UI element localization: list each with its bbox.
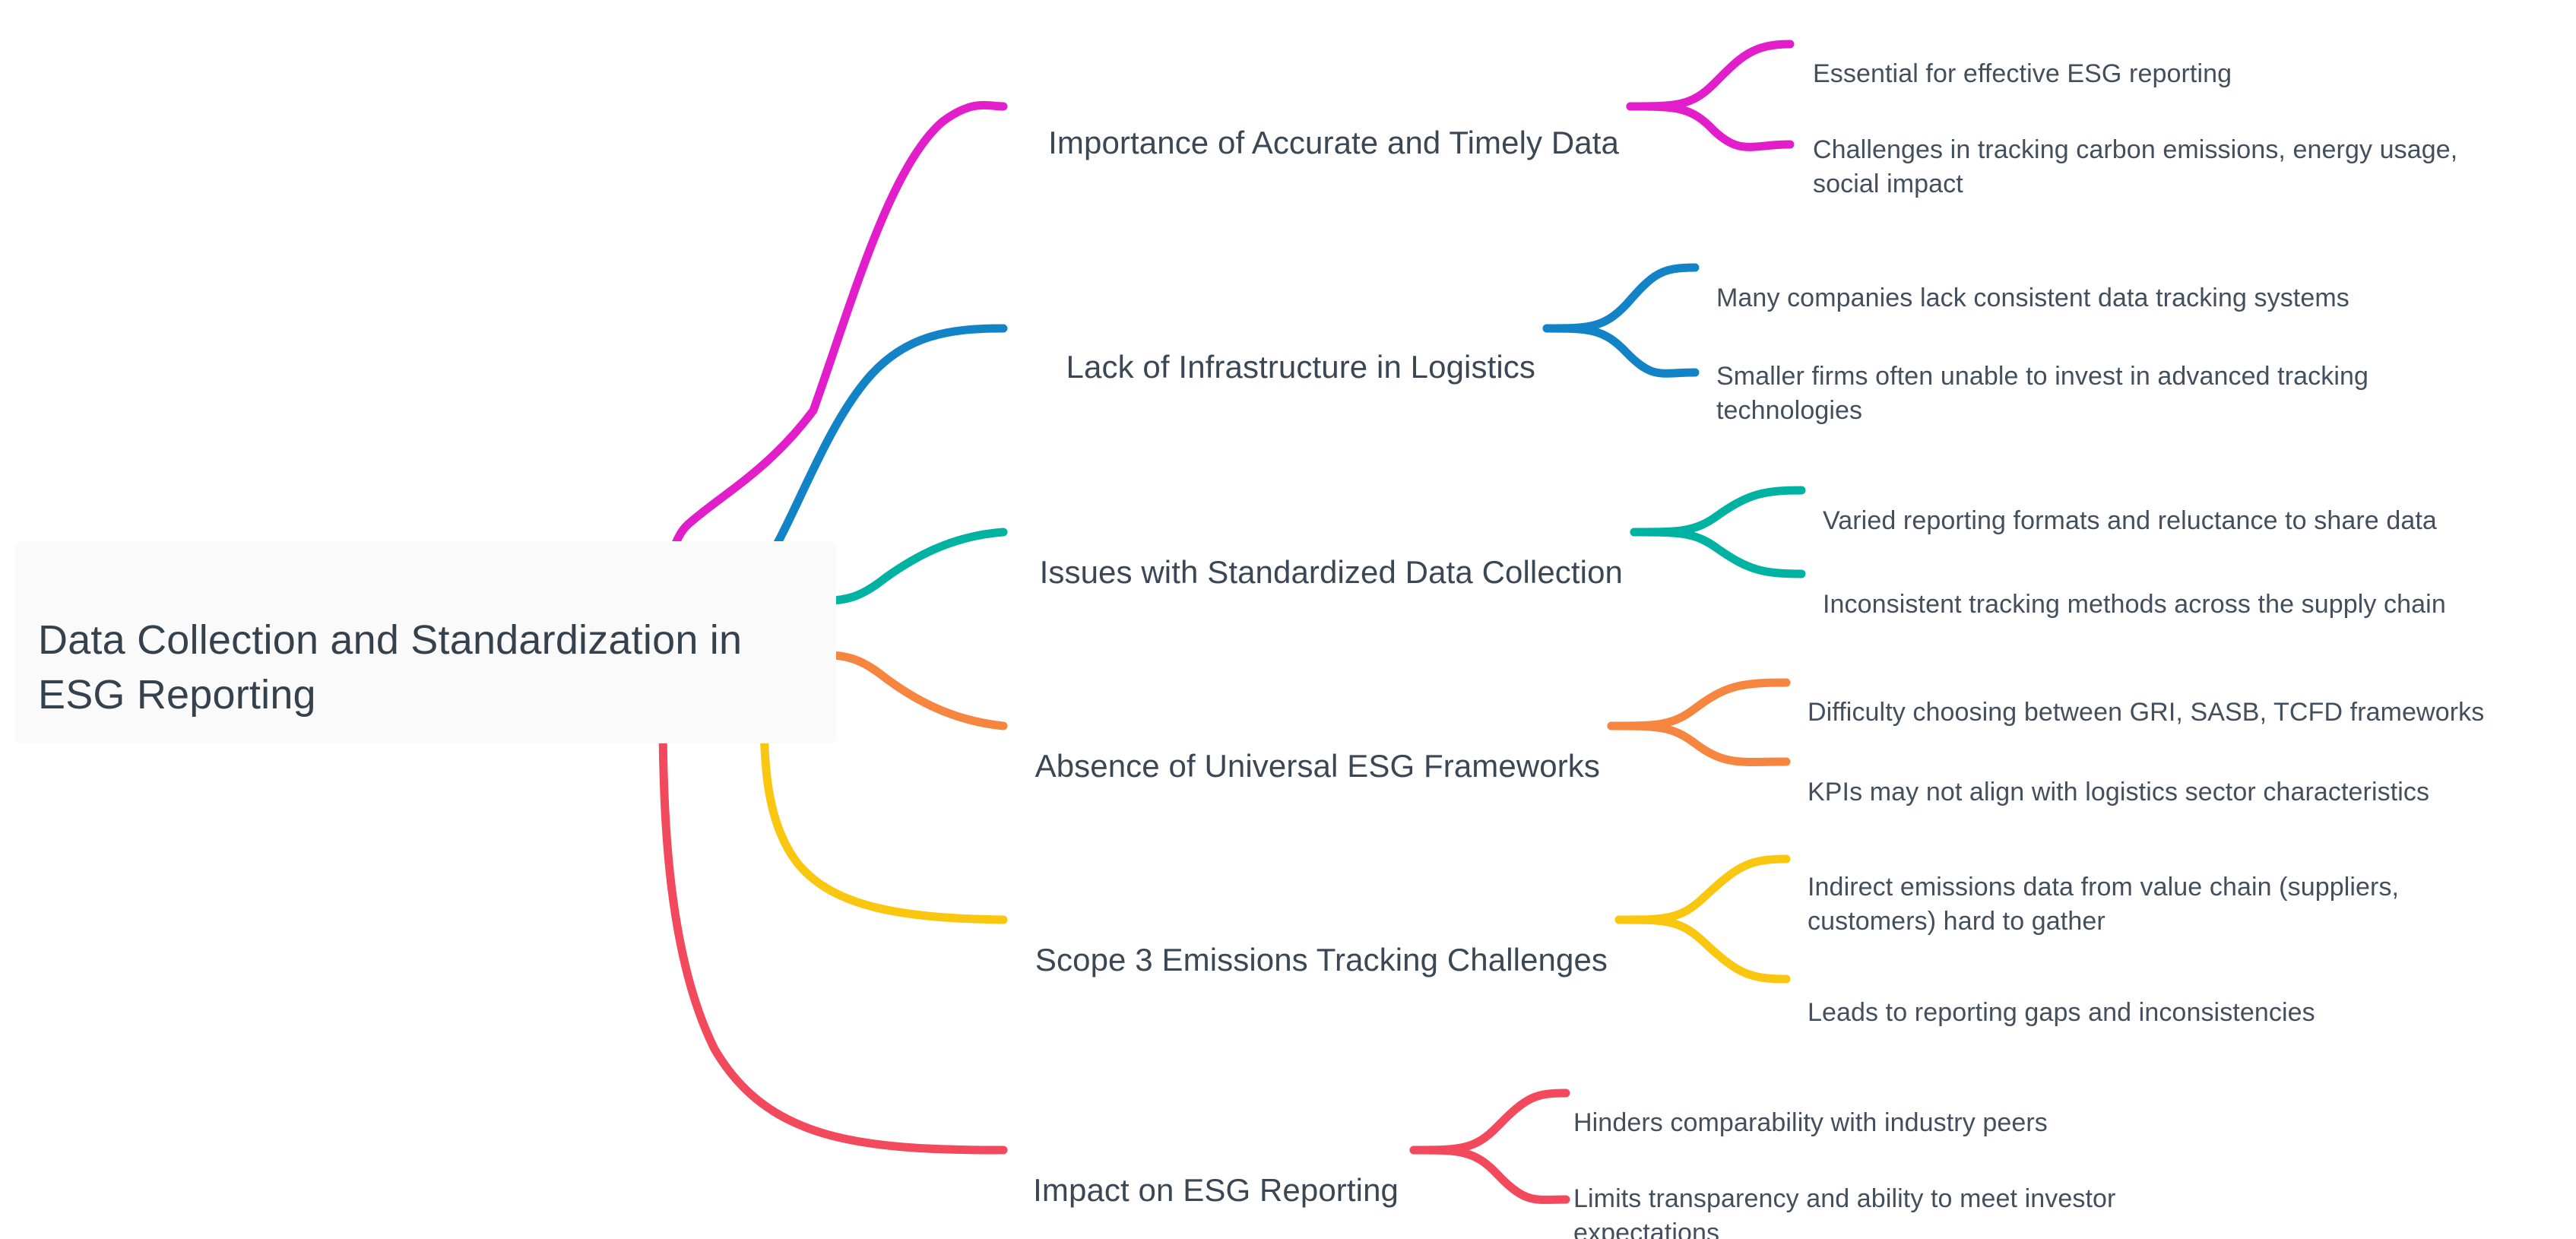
edge-branch-3-to-leaf-1 — [1630, 486, 1806, 537]
leaf-node-label: Leads to reporting gaps and inconsistenc… — [1808, 997, 2315, 1027]
leaf-node-varied-reporting-formats[interactable]: Varied reporting formats and reluctance … — [1823, 470, 2576, 538]
edge-branch-6-to-leaf-2 — [1409, 1146, 1570, 1204]
edge-branch-5-to-leaf-1 — [1614, 854, 1791, 924]
leaf-node-label: Difficulty choosing between GRI, SASB, T… — [1808, 697, 2485, 727]
leaf-node-label: Challenges in tracking carbon emissions,… — [1813, 135, 2458, 198]
edge-root-to-branch-6 — [658, 710, 1008, 1155]
edge-branch-1-to-leaf-1 — [1626, 40, 1795, 111]
branch-node-impact-on-esg-reporting[interactable]: Impact on ESG Reporting — [1011, 1127, 1399, 1212]
leaf-node-label: Inconsistent tracking methods across the… — [1823, 589, 2446, 619]
branch-node-label: Lack of Infrastructure in Logistics — [1066, 349, 1535, 385]
edge-branch-3-to-leaf-2 — [1630, 528, 1806, 578]
branch-node-label: Issues with Standardized Data Collection — [1039, 554, 1623, 591]
leaf-node-many-companies-lack-consistent-data-tracking-systems[interactable]: Many companies lack consistent data trac… — [1716, 247, 2568, 315]
leaf-node-essential-for-effective-esg-reporting[interactable]: Essential for effective ESG reporting — [1813, 23, 2573, 91]
leaf-node-label: Indirect emissions data from value chain… — [1808, 872, 2400, 936]
root-node[interactable]: Data Collection and Standardization in E… — [15, 541, 836, 743]
edge-branch-6-to-leaf-1 — [1409, 1088, 1570, 1155]
edge-root-to-branch-3 — [824, 528, 1008, 605]
leaf-node-challenges-in-tracking-carbon-emissions[interactable]: Challenges in tracking carbon emissions,… — [1813, 99, 2573, 201]
leaf-node-kpis-may-not-align[interactable]: KPIs may not align with logistics sector… — [1808, 741, 2568, 810]
branch-node-absence-of-universal-esg-frameworks[interactable]: Absence of Universal ESG Frameworks — [1011, 703, 1600, 787]
branch-node-label: Impact on ESG Reporting — [1033, 1172, 1399, 1209]
leaf-node-difficulty-choosing-between-frameworks[interactable]: Difficulty choosing between GRI, SASB, T… — [1808, 661, 2575, 730]
leaf-node-inconsistent-tracking-methods[interactable]: Inconsistent tracking methods across the… — [1823, 553, 2576, 622]
leaf-node-label: Essential for effective ESG reporting — [1813, 59, 2232, 88]
branch-node-label: Absence of Universal ESG Frameworks — [1035, 748, 1600, 784]
edge-branch-1-to-leaf-2 — [1626, 102, 1795, 151]
leaf-node-label: Varied reporting formats and reluctance … — [1823, 505, 2437, 535]
edge-branch-2-to-leaf-2 — [1542, 324, 1700, 378]
leaf-node-smaller-firms-often-unable-to-invest[interactable]: Smaller firms often unable to invest in … — [1716, 325, 2522, 428]
root-node-label: Data Collection and Standardization in E… — [38, 617, 743, 718]
branch-node-label: Scope 3 Emissions Tracking Challenges — [1035, 942, 1608, 978]
leaf-node-hinders-comparability-with-industry-peers[interactable]: Hinders comparability with industry peer… — [1573, 1072, 2303, 1140]
leaf-node-label: Smaller firms often unable to invest in … — [1716, 361, 2369, 425]
branch-node-issues-with-standardized-data-collection[interactable]: Issues with Standardized Data Collection — [1011, 509, 1623, 594]
leaf-node-limits-transparency-and-ability[interactable]: Limits transparency and ability to meet … — [1573, 1148, 2303, 1239]
edge-root-to-branch-4 — [824, 651, 1008, 730]
edge-root-to-branch-5 — [759, 710, 1008, 924]
branch-node-importance-of-accurate-and-timely-data[interactable]: Importance of Accurate and Timely Data — [1011, 80, 1619, 164]
edge-branch-4-to-leaf-2 — [1607, 721, 1791, 766]
leaf-node-label: Limits transparency and ability to meet … — [1573, 1184, 2116, 1239]
branch-node-label: Importance of Accurate and Timely Data — [1048, 125, 1619, 161]
leaf-node-indirect-emissions-data-from-value-chain[interactable]: Indirect emissions data from value chain… — [1808, 836, 2568, 939]
edge-branch-4-to-leaf-1 — [1607, 678, 1791, 730]
leaf-node-label: Many companies lack consistent data trac… — [1716, 283, 2349, 312]
branch-node-scope-3-emissions-tracking-challenges[interactable]: Scope 3 Emissions Tracking Challenges — [1011, 897, 1608, 981]
edge-branch-5-to-leaf-2 — [1614, 915, 1791, 984]
branch-node-lack-of-infrastructure-in-logistics[interactable]: Lack of Infrastructure in Logistics — [1011, 304, 1535, 388]
leaf-node-leads-to-reporting-gaps[interactable]: Leads to reporting gaps and inconsistenc… — [1808, 962, 2537, 1030]
leaf-node-label: KPIs may not align with logistics sector… — [1808, 777, 2430, 806]
edge-branch-2-to-leaf-1 — [1542, 263, 1700, 333]
leaf-node-label: Hinders comparability with industry peer… — [1573, 1107, 2048, 1137]
